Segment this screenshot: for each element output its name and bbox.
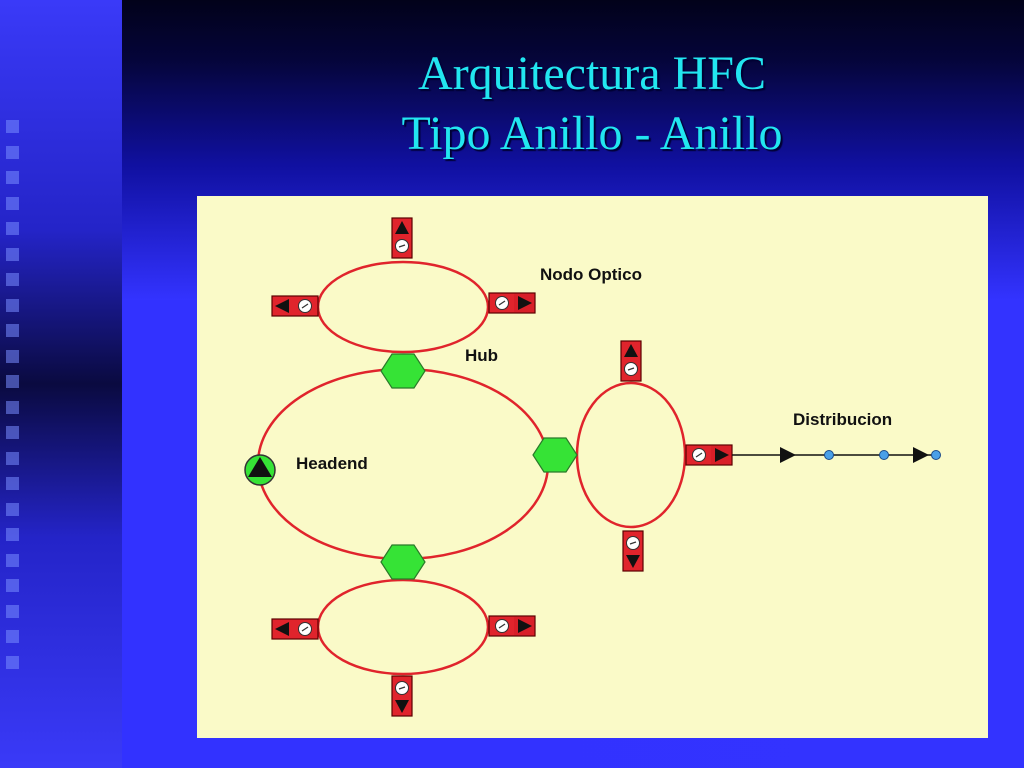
optical-node-icon-top-right <box>488 292 536 314</box>
optical-node-icon-bottom-left <box>271 618 319 640</box>
hfc-ring-diagram: Nodo Optico Hub Headend Distribucion <box>197 196 988 738</box>
optical-node-icon-top <box>391 217 413 259</box>
optical-node-icon-bottom <box>391 675 413 717</box>
label-distribucion: Distribucion <box>793 410 892 429</box>
label-nodo-optico: Nodo Optico <box>540 265 642 284</box>
hub-icon-bottom <box>380 544 426 580</box>
optical-node-icon-right-bottom <box>622 530 644 572</box>
hub-icon-top <box>380 353 426 389</box>
headend-icon <box>244 454 276 486</box>
title-line-1: Arquitectura HFC <box>418 47 766 100</box>
hub-icon-right <box>532 437 578 473</box>
title-line-2: Tipo Anillo - Anillo <box>401 107 783 160</box>
label-hub: Hub <box>465 346 498 365</box>
distribution-line <box>732 447 941 463</box>
distribution-tap-icon <box>879 450 889 460</box>
distribution-tap-icon <box>931 450 941 460</box>
bottom-ring <box>316 578 490 676</box>
distribution-tap-icon <box>824 450 834 460</box>
slide-title: Arquitectura HFC Tipo Anillo - Anillo <box>122 44 1024 164</box>
label-headend: Headend <box>296 454 368 473</box>
decor-squares <box>6 120 28 681</box>
optical-node-icon-top-left <box>271 295 319 317</box>
top-ring <box>316 260 490 354</box>
right-ring <box>575 381 687 529</box>
optical-node-icon-bottom-right <box>488 615 536 637</box>
optical-node-icon-right-top <box>620 340 642 382</box>
optical-node-icon-right <box>685 444 733 466</box>
left-decor-strip <box>0 0 122 768</box>
